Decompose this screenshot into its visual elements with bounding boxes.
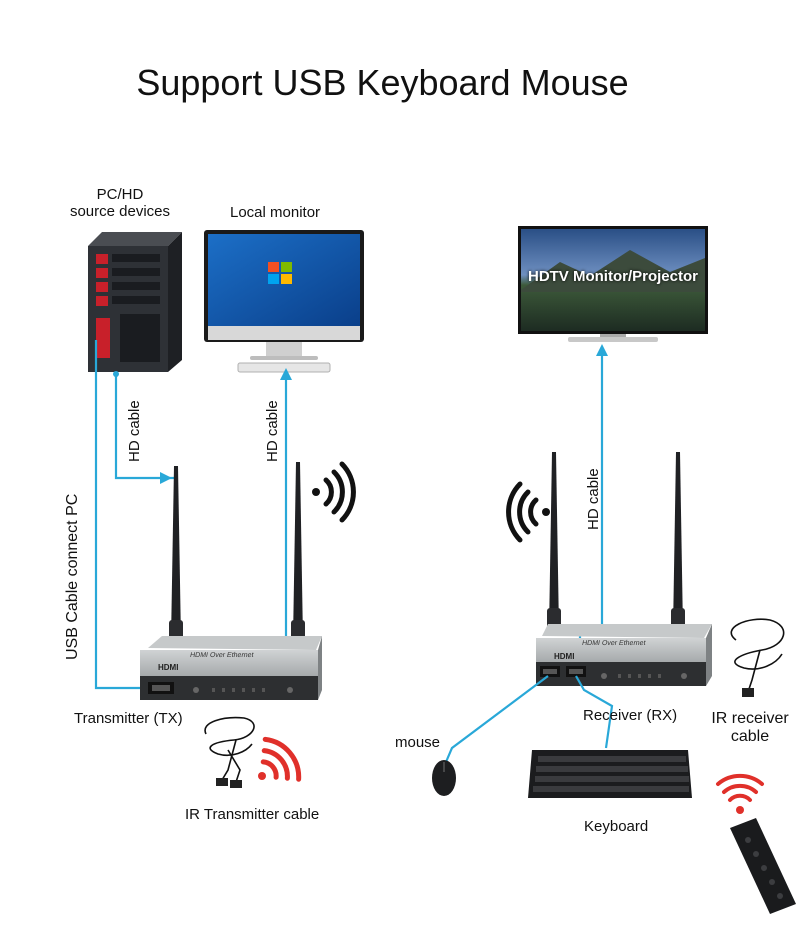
- pc-label-line1: PC/HD: [96, 186, 144, 203]
- arrow-hd-right: [596, 344, 608, 356]
- page-title: Support USB Keyboard Mouse: [136, 62, 629, 103]
- usb-cable-label: USB Cable connect PC: [64, 493, 81, 660]
- tx-hdmi-logo: HDMI: [158, 663, 179, 672]
- transmitter-label: Transmitter (TX): [74, 710, 183, 727]
- mouse-label: mouse: [395, 734, 441, 751]
- receiver-antennas: [547, 452, 685, 630]
- receiver-label: Receiver (RX): [583, 707, 678, 724]
- pc-tower-icon: [88, 232, 182, 372]
- local-monitor-icon: [204, 230, 364, 373]
- hdtv-label: HDTV Monitor/Projector: [527, 268, 698, 285]
- wifi-signal-tx-icon: [312, 461, 356, 523]
- hdtv-icon: [518, 226, 708, 342]
- ir-signal-tx-icon: [258, 736, 302, 782]
- ir-receiver-label-line2: cable: [730, 728, 770, 745]
- mouse-icon: [432, 760, 456, 796]
- remote-control-icon: [730, 818, 796, 914]
- ir-receiver-label-line1: IR receiver: [711, 710, 789, 727]
- receiver-device: [536, 624, 712, 686]
- left-cables: [94, 340, 288, 690]
- hd-cable-left-label: HD cable: [126, 400, 143, 462]
- transmitter-device: [140, 636, 322, 700]
- pc-label: PC/HD source devices: [60, 186, 180, 220]
- ir-transmitter-label: IR Transmitter cable: [185, 806, 320, 823]
- pc-label-line2: source devices: [69, 203, 171, 220]
- hd-cable-mid-label: HD cable: [264, 400, 281, 462]
- keyboard-label: Keyboard: [584, 818, 649, 835]
- ir-transmitter-cable-icon: [204, 716, 255, 783]
- transmitter-antennas: [169, 462, 305, 642]
- arrow-hd-mid: [280, 368, 292, 380]
- tx-device-text: HDMI Over Ethernet: [189, 652, 255, 659]
- arrow-hd-left: [160, 472, 172, 484]
- usb-peripheral-cables: [444, 675, 614, 763]
- rx-device-text: HDMI Over Ethernet: [581, 640, 647, 647]
- local-monitor-label: Local monitor: [230, 204, 321, 221]
- rx-hdmi-logo: HDMI: [554, 652, 575, 661]
- ir-receiver-label: IR receiver cable: [698, 710, 800, 746]
- hd-cable-right-label: HD cable: [585, 468, 602, 530]
- ir-signal-rx-icon: [716, 773, 764, 814]
- ir-receiver-cable-icon: [730, 618, 785, 693]
- keyboard-icon: [528, 750, 692, 798]
- wifi-signal-rx-icon: [506, 481, 550, 543]
